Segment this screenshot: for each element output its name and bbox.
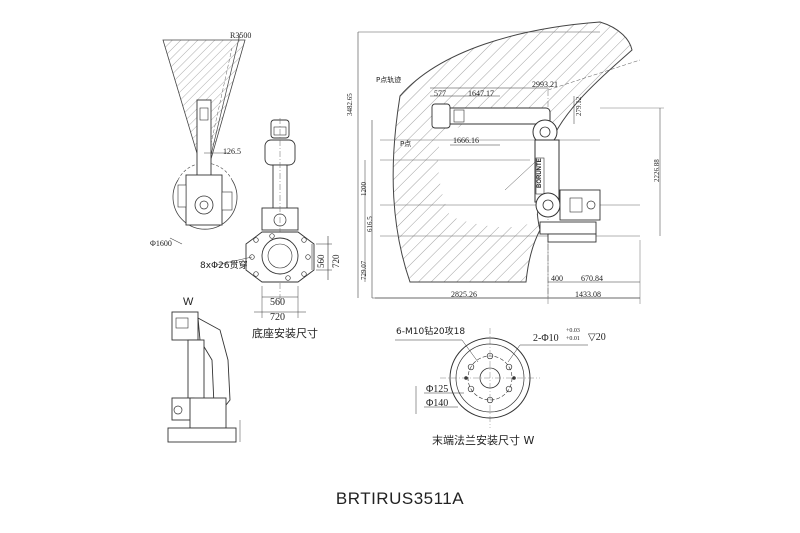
base-diameter-label: Φ1600 xyxy=(150,239,172,248)
dim-720-horizontal: 720 xyxy=(270,312,285,323)
dim-2825: 2825.26 xyxy=(451,290,477,299)
flange-d-inner: Φ125 xyxy=(426,384,449,395)
flange-caption: 末端法兰安装尺寸 W xyxy=(432,434,535,447)
dim-577: 577 xyxy=(434,89,446,98)
dim-616: 616.5 xyxy=(366,216,374,232)
p-track-label: P点轨迹 xyxy=(376,76,402,84)
dim-3482: 3482.65 xyxy=(346,93,354,116)
model-name: BRTIRUS3511A xyxy=(335,489,465,508)
flange-d-outer: Φ140 xyxy=(426,398,449,409)
dim-1200: 1200 xyxy=(360,182,368,196)
front-view xyxy=(261,118,299,300)
dim-560-vertical: 560 xyxy=(316,254,326,269)
dim-1666: 1666.16 xyxy=(453,136,479,145)
top-view xyxy=(162,33,246,245)
flange-tol-upper: +0.03 xyxy=(566,328,580,334)
holes-label: 8xΦ26贯穿 xyxy=(200,261,248,271)
brand-label: BORUNTE xyxy=(537,158,543,188)
dim-560-horizontal: 560 xyxy=(270,297,285,308)
flange-pin-depth: ▽20 xyxy=(588,332,606,343)
base-caption: 底座安装尺寸 xyxy=(252,327,318,340)
dim-670: 670.84 xyxy=(581,274,603,283)
dim-729: 729.07 xyxy=(360,260,368,280)
top-view-base-circle xyxy=(172,179,238,230)
reach-label: 126.5 xyxy=(223,147,241,156)
base-plate xyxy=(215,231,332,318)
side-view xyxy=(167,311,241,443)
flange-pin-spec: 2-Φ10 xyxy=(533,333,559,344)
dim-400: 400 xyxy=(551,274,563,283)
p-point-label: P点 xyxy=(400,140,412,148)
dim-720-vertical: 720 xyxy=(331,254,341,269)
flange-view xyxy=(395,328,588,428)
radius-label: R3500 xyxy=(230,31,252,40)
dim-2226: 2226.88 xyxy=(653,159,661,182)
dim-1433: 1433.08 xyxy=(575,290,601,299)
flange-tol-lower: +0.01 xyxy=(566,336,580,342)
dim-1647: 1647.17 xyxy=(468,89,494,98)
flange-holes-spec: 6-M10钻20攻18 xyxy=(396,327,466,337)
dim-2993: 2993.21 xyxy=(532,80,558,89)
dim-279: 279.12 xyxy=(575,96,583,116)
side-view-label: W xyxy=(183,296,194,308)
workspace-view xyxy=(357,21,664,304)
